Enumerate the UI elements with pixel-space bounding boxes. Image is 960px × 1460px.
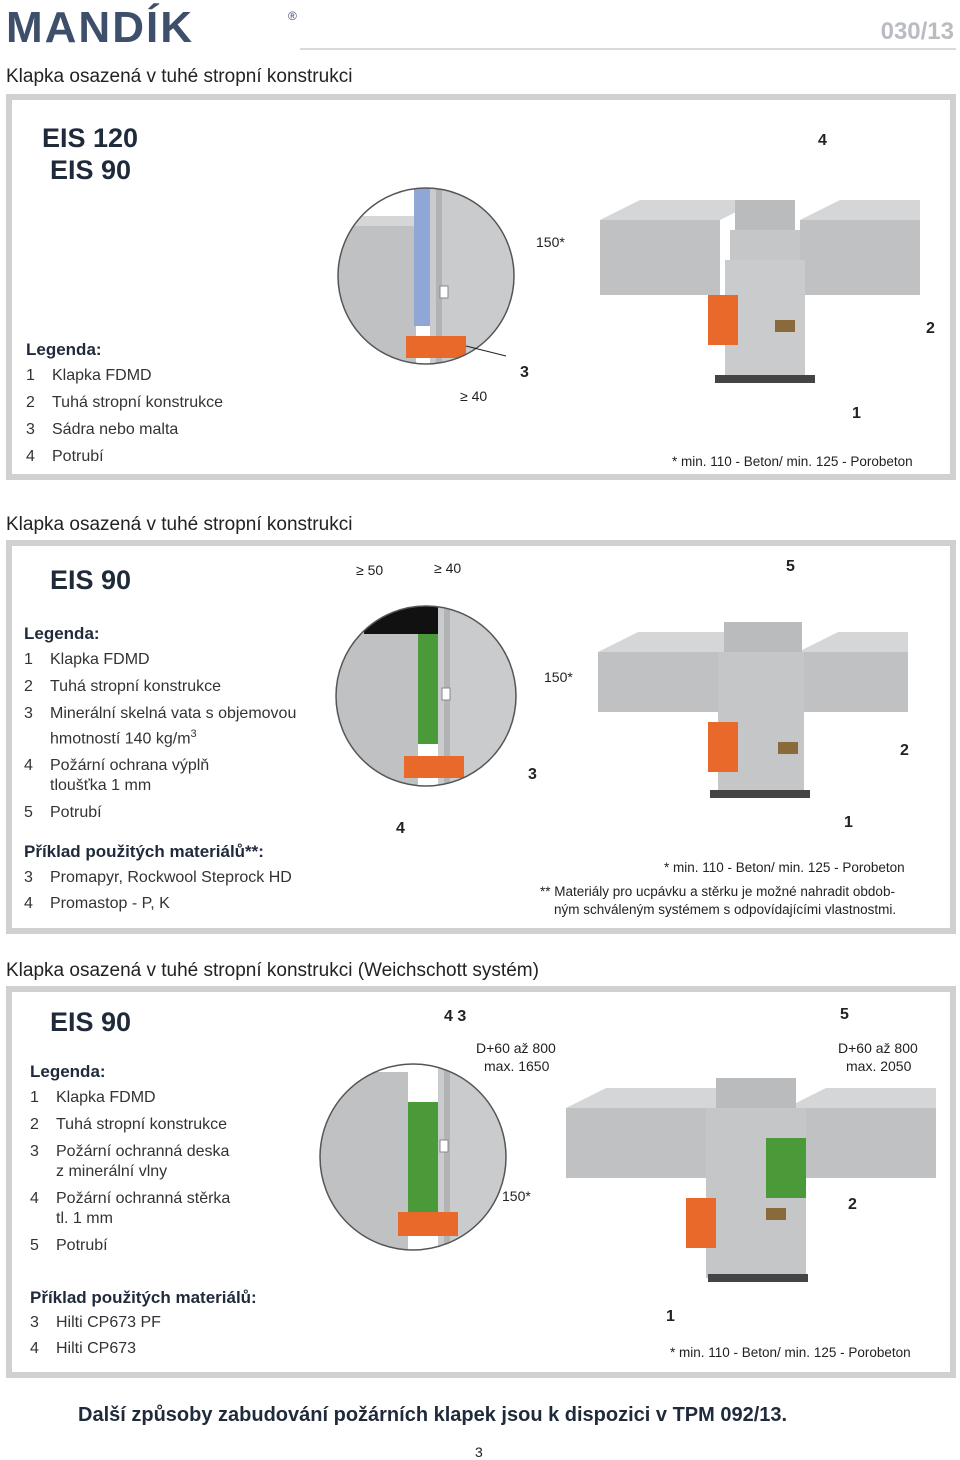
section-2-title: Klapka osazená v tuhé stropní konstrukci bbox=[6, 514, 353, 535]
damper-installation-drawing bbox=[566, 1078, 936, 1282]
callout-3: 3 bbox=[520, 364, 529, 381]
dim-max-2050: max. 2050 bbox=[846, 1058, 912, 1074]
legend-item-cont: z minerální vlny bbox=[56, 1163, 168, 1180]
dim-d60-800-right: D+60 až 800 bbox=[838, 1040, 918, 1056]
mandik-logo: MANDÍK ® bbox=[6, 2, 306, 53]
section-1-title: Klapka osazená v tuhé stropní konstrukci bbox=[6, 66, 353, 87]
callout-4-3: 4 3 bbox=[444, 1008, 467, 1025]
footer-reference: Další způsoby zabudování požárních klape… bbox=[78, 1404, 788, 1426]
callout-1: 1 bbox=[852, 405, 861, 422]
class-eis-90: EIS 90 bbox=[50, 1007, 132, 1037]
callout-5: 5 bbox=[840, 1006, 849, 1023]
page-number: 3 bbox=[475, 1444, 483, 1460]
class-eis-90: EIS 90 bbox=[50, 565, 132, 595]
damper-installation-drawing bbox=[598, 622, 908, 798]
callout-3: 3 bbox=[528, 766, 537, 783]
section-3-title: Klapka osazená v tuhé stropní konstrukci… bbox=[6, 960, 539, 981]
footnote-2-line-1: ** Materiály pro ucpávku a stěrku je mož… bbox=[540, 884, 895, 899]
callout-2: 2 bbox=[848, 1196, 857, 1213]
document-number: 030/13 bbox=[880, 18, 954, 45]
detail-circle-illustration bbox=[319, 1063, 507, 1251]
callout-5: 5 bbox=[786, 558, 795, 575]
dim-150: 150* bbox=[544, 669, 573, 685]
dim-150: 150* bbox=[536, 234, 565, 250]
svg-text:®: ® bbox=[288, 9, 297, 23]
callout-4: 4 bbox=[396, 820, 405, 837]
detail-circle-illustration bbox=[337, 187, 515, 365]
callout-1: 1 bbox=[844, 814, 853, 831]
svg-text:MANDÍK: MANDÍK bbox=[6, 2, 194, 52]
dim-50: ≥ 50 bbox=[356, 562, 384, 578]
legend-title: Legenda: bbox=[30, 1062, 106, 1081]
dim-40: ≥ 40 bbox=[434, 560, 462, 576]
callout-1: 1 bbox=[666, 1308, 675, 1325]
footnote: * min. 110 - Beton/ min. 125 - Porobeton bbox=[670, 1345, 911, 1360]
legend-item-cont: tl. 1 mm bbox=[56, 1210, 113, 1227]
legend-title: Legenda: bbox=[26, 340, 102, 359]
footnote: * min. 110 - Beton/ min. 125 - Porobeton bbox=[664, 860, 905, 875]
footnote-2-line-2: ným schváleným systémem s odpovídajícími… bbox=[554, 902, 897, 917]
footnote: * min. 110 - Beton/ min. 125 - Porobeton bbox=[672, 454, 913, 469]
materials-title: Příklad použitých materiálů**: bbox=[24, 842, 264, 861]
class-eis-90: EIS 90 bbox=[50, 155, 132, 185]
legend-title: Legenda: bbox=[24, 624, 100, 643]
legend-item-cont: tloušťka 1 mm bbox=[50, 777, 152, 795]
legend-item-cont: hmotností 140 kg/m3 bbox=[50, 728, 197, 748]
detail-circle-illustration bbox=[335, 605, 517, 787]
dim-max-1650: max. 1650 bbox=[484, 1058, 550, 1074]
header-rule bbox=[300, 48, 956, 50]
callout-2: 2 bbox=[900, 742, 909, 759]
damper-installation-drawing bbox=[600, 200, 920, 383]
dim-150: 150* bbox=[502, 1188, 531, 1204]
materials-title: Příklad použitých materiálů: bbox=[30, 1288, 257, 1307]
dim-40: ≥ 40 bbox=[460, 388, 488, 404]
class-eis-120: EIS 120 bbox=[42, 123, 139, 153]
dim-d60-800-left: D+60 až 800 bbox=[476, 1040, 556, 1056]
callout-4: 4 bbox=[818, 132, 827, 149]
callout-2: 2 bbox=[926, 320, 935, 337]
